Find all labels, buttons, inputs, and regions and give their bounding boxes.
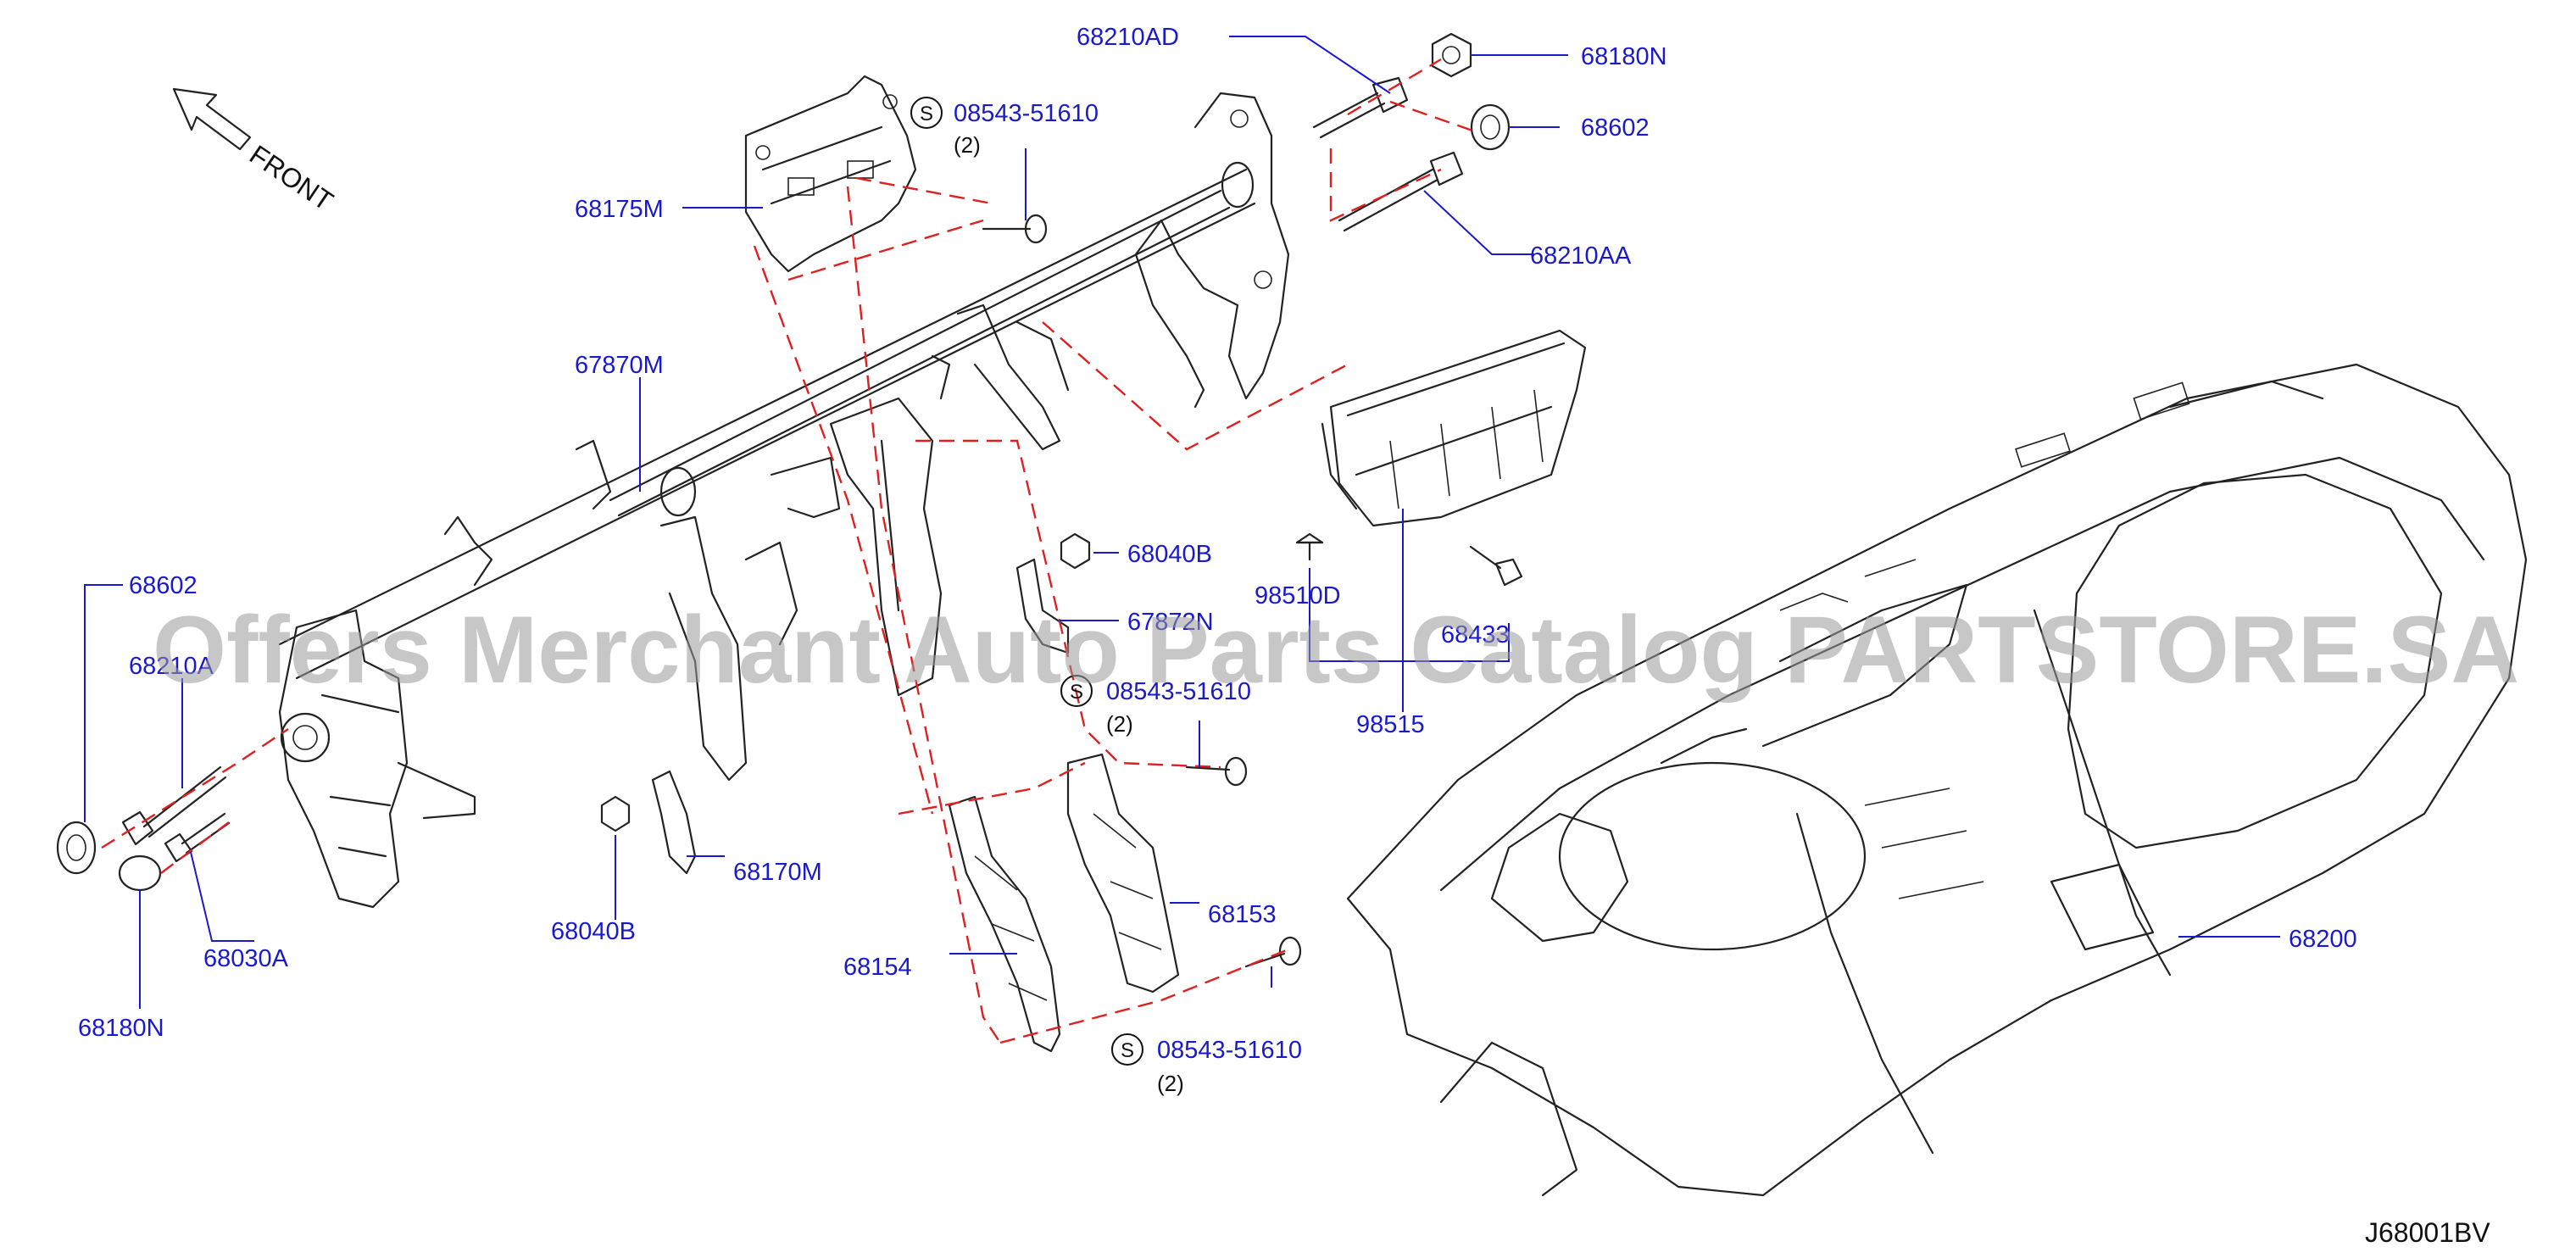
callout-68040b-left: 68040B	[551, 918, 636, 945]
screw-top-icon	[982, 214, 1048, 244]
nut-68040b-mid-icon	[1060, 532, 1091, 570]
callout-68180n-top: 68180N	[1581, 43, 1667, 70]
bolt-68030a-icon	[164, 812, 231, 863]
bolt-68210ad-icon	[1312, 76, 1409, 139]
callout-68180n-left: 68180N	[78, 1015, 164, 1042]
screw-part-number: 08543-51610	[1157, 1037, 1302, 1064]
bolt-68433-icon	[1469, 545, 1523, 587]
callout-67870m: 67870M	[575, 352, 664, 379]
watermark: Offers Merchant Auto Parts Catalog PARTS…	[153, 597, 2519, 703]
callout-68210ad: 68210AD	[1077, 24, 1179, 51]
steering-member-drawing	[278, 92, 1290, 909]
bolt-68210aa-icon	[1338, 151, 1464, 232]
callout-98515: 98515	[1356, 711, 1425, 738]
s-symbol-icon	[1111, 1033, 1143, 1066]
screw-symbol: S	[1070, 681, 1083, 704]
screw-part-number: 08543-51610	[954, 100, 1099, 127]
grommet-68602-left-icon	[56, 821, 97, 875]
stay-68153-drawing	[1066, 753, 1180, 994]
callout-68433: 68433	[1441, 621, 1510, 648]
stay-68154-drawing	[948, 795, 1061, 1053]
front-label: FRONT	[244, 139, 338, 216]
screw-callout-bottom: S 08543-51610 (2)	[1111, 1033, 1302, 1096]
screw-callout-mid: S 08543-51610 (2)	[1060, 675, 1251, 737]
screw-part-number: 08543-51610	[1106, 678, 1251, 705]
callout-68170m: 68170M	[733, 859, 822, 886]
nut-68180n-top-icon	[1431, 32, 1472, 78]
callout-68030a: 68030A	[203, 945, 289, 972]
callout-68153: 68153	[1208, 901, 1277, 928]
screw-mid-icon	[1185, 756, 1248, 787]
callout-68602-left: 68602	[129, 572, 198, 599]
bracket-68170m-drawing	[651, 770, 697, 875]
display-unit-98515-drawing	[1321, 329, 1587, 527]
callout-68200: 68200	[2289, 926, 2357, 953]
screw-quantity: (2)	[954, 132, 981, 158]
cap-68180n-left-icon	[118, 854, 162, 892]
bracket-68175m-drawing	[744, 75, 917, 273]
nut-68040b-left-icon	[600, 795, 631, 832]
screw-quantity: (2)	[1106, 711, 1133, 737]
callout-67872n: 67872N	[1127, 609, 1214, 636]
screw-quantity: (2)	[1157, 1071, 1184, 1096]
callout-68175m: 68175M	[575, 196, 664, 223]
callout-68154: 68154	[843, 954, 912, 981]
s-symbol-icon	[910, 97, 943, 129]
leader-lines	[84, 36, 2280, 1009]
callout-68210a-left: 68210A	[129, 653, 214, 680]
screw-callout-top: S 08543-51610 (2)	[910, 97, 1099, 158]
grommet-68602-top-icon	[1470, 103, 1511, 151]
front-arrow-icon	[172, 87, 252, 151]
bracket-67872n-drawing	[1015, 558, 1070, 654]
instrument-panel-68200-drawing	[1346, 363, 2528, 1197]
clip-98510d-icon	[1295, 532, 1324, 561]
callout-98510d: 98510D	[1255, 582, 1341, 610]
callout-68210aa: 68210AA	[1530, 242, 1632, 270]
callout-68602-top: 68602	[1581, 114, 1650, 142]
diagram-code: J68001BV	[2365, 1217, 2490, 1248]
screw-symbol: S	[920, 103, 933, 125]
callout-68040b-mid: 68040B	[1127, 541, 1212, 568]
bolt-68210a-left-icon	[121, 765, 227, 846]
s-symbol-icon	[1060, 675, 1093, 707]
screw-symbol: S	[1121, 1039, 1134, 1062]
dashed-guides	[101, 58, 1476, 1044]
